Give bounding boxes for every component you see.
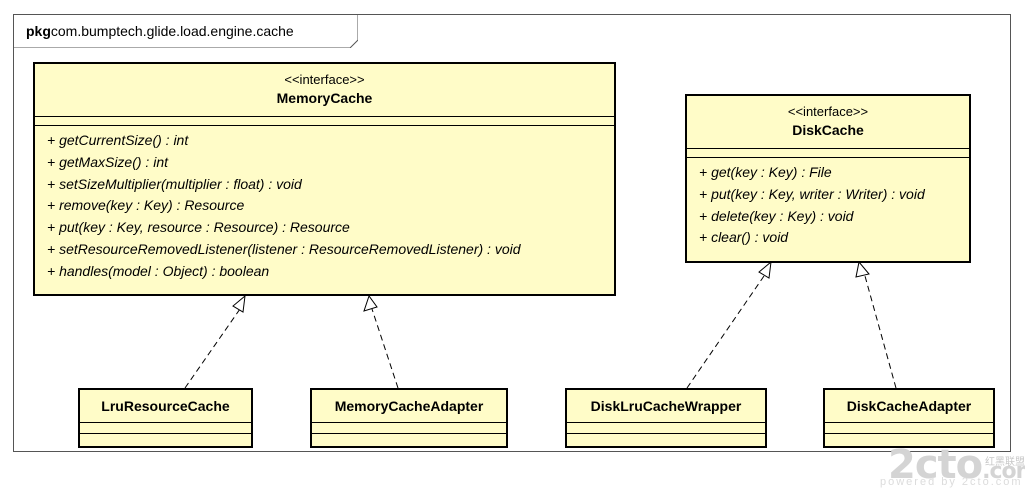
package-label: pkgcom.bumptech.glide.load.engine.cache bbox=[26, 23, 294, 39]
lru-resource-cache-header: LruResourceCache bbox=[80, 390, 251, 423]
disk-lru-cache-wrapper-header: DiskLruCacheWrapper bbox=[567, 390, 765, 423]
memory-cache-name: MemoryCache bbox=[276, 90, 373, 106]
memory-cache-adapter-class: MemoryCacheAdapter bbox=[310, 388, 508, 448]
method-clear: + clear() : void bbox=[699, 229, 789, 246]
lru-resource-cache-name: LruResourceCache bbox=[101, 398, 230, 414]
package-frame bbox=[13, 14, 1011, 452]
method-put: + put(key : Key, resource : Resource) : … bbox=[47, 219, 350, 236]
package-keyword: pkg bbox=[26, 23, 51, 39]
memory-cache-adapter-header: MemoryCacheAdapter bbox=[312, 390, 506, 423]
memory-cache-attributes bbox=[35, 117, 614, 126]
disk-cache-stereotype: <<interface>> bbox=[787, 104, 869, 119]
disk-lru-cache-wrapper-name: DiskLruCacheWrapper bbox=[590, 398, 742, 414]
method-set-size-multiplier: + setSizeMultiplier(multiplier : float) … bbox=[47, 175, 302, 192]
watermark-suffix: .com bbox=[982, 459, 1025, 484]
watermark-logo: 2cto.com 红黑联盟 powered by 2cto.com bbox=[880, 445, 1025, 492]
disk-cache-interface: <<interface>> DiskCache + get(key : Key)… bbox=[685, 94, 971, 263]
method-set-resource-removed-listener: + setResourceRemovedListener(listener : … bbox=[47, 240, 521, 257]
disk-lru-cache-wrapper-class: DiskLruCacheWrapper bbox=[565, 388, 767, 448]
method-delete: + delete(key : Key) : void bbox=[699, 207, 854, 224]
package-tab bbox=[13, 14, 358, 48]
memory-cache-interface: <<interface>> MemoryCache + getCurrentSi… bbox=[33, 62, 616, 296]
method-get-max-size: + getMaxSize() : int bbox=[47, 153, 168, 170]
watermark-cn: 红黑联盟 bbox=[985, 457, 1025, 468]
disk-cache-attributes bbox=[687, 149, 969, 158]
watermark-main: 2cto.com bbox=[888, 445, 1025, 492]
watermark-sub: powered by 2cto.com bbox=[880, 476, 1023, 488]
disk-cache-adapter-header: DiskCacheAdapter bbox=[825, 390, 993, 423]
memory-cache-adapter-attributes bbox=[312, 423, 506, 434]
memory-cache-header: <<interface>> MemoryCache bbox=[35, 64, 614, 117]
disk-cache-methods: + get(key : Key) : File + put(key : Key,… bbox=[687, 158, 969, 249]
method-handles: + handles(model : Object) : boolean bbox=[47, 262, 270, 279]
disk-cache-header: <<interface>> DiskCache bbox=[687, 96, 969, 149]
method-remove: + remove(key : Key) : Resource bbox=[47, 197, 245, 214]
disk-lru-cache-wrapper-attributes bbox=[567, 423, 765, 434]
disk-cache-adapter-class: DiskCacheAdapter bbox=[823, 388, 995, 448]
method-put: + put(key : Key, writer : Writer) : void bbox=[699, 185, 925, 202]
lru-resource-cache-attributes bbox=[80, 423, 251, 434]
method-get: + get(key : Key) : File bbox=[699, 164, 832, 180]
disk-cache-adapter-name: DiskCacheAdapter bbox=[846, 398, 972, 414]
disk-cache-name: DiskCache bbox=[792, 122, 864, 138]
disk-cache-adapter-attributes bbox=[825, 423, 993, 434]
package-name: com.bumptech.glide.load.engine.cache bbox=[50, 23, 294, 39]
method-get-current-size: + getCurrentSize() : int bbox=[47, 132, 189, 148]
watermark-main-text: 2cto bbox=[888, 442, 983, 488]
memory-cache-adapter-name: MemoryCacheAdapter bbox=[334, 398, 484, 414]
memory-cache-methods: + getCurrentSize() : int + getMaxSize() … bbox=[35, 126, 614, 283]
lru-resource-cache-class: LruResourceCache bbox=[78, 388, 253, 448]
memory-cache-stereotype: <<interface>> bbox=[284, 72, 365, 87]
